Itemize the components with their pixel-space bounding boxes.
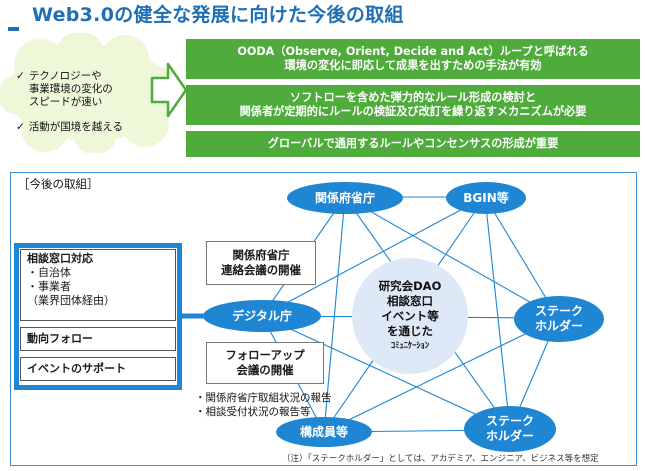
center-line: ｺﾐｭﾆｹｰｼｮﾝ xyxy=(390,340,430,351)
green-bar-global: グローバルで通用するルールやコンセンサスの形成が重要 xyxy=(186,131,640,157)
cloud-item-speed: ✓ テクノロジーや 事業環境の変化の スピードが速い xyxy=(16,70,166,109)
node-members: 構成員等 xyxy=(276,417,372,447)
node-line: ステーク xyxy=(485,414,534,428)
consultation-sub: （業界団体経由） xyxy=(27,294,115,307)
consultation-sub: ・自治体 xyxy=(27,266,71,279)
cloud-line: テクノロジーや xyxy=(28,70,102,82)
report-item: ・関係府省庁取組状況の報告 xyxy=(195,392,332,404)
green-bar-line: 環境の変化に即応して成果を出すための手法が有効 xyxy=(284,59,542,72)
green-bar-softlaw: ソフトローを含めた弾力的なルール形成の検討と 関係者が定期的にルールの検証及び改… xyxy=(186,85,640,125)
footnote: （注）「ステークホルダー」としては、アカデミア、エンジニア、ビジネス等を想定 xyxy=(282,454,599,464)
liaison-line: 連絡会議の開催 xyxy=(221,263,301,277)
cloud-item-border: ✓ 活動が国境を越える xyxy=(16,121,176,134)
future-initiatives-frame xyxy=(10,172,637,466)
node-line: ホルダー xyxy=(534,319,583,333)
trend-follow-item: 動向フォロー xyxy=(20,327,176,351)
cloud-line: 事業環境の変化の xyxy=(28,83,113,95)
right-arrow-icon xyxy=(150,62,188,118)
green-bar-ooda: OODA（Observe, Orient, Decide and Act）ループ… xyxy=(186,39,640,79)
liaison-meeting-box: 関係府省庁 連絡会議の開催 xyxy=(206,241,316,285)
followup-meeting-box: フォローアップ 会議の開催 xyxy=(206,342,324,384)
center-line: 研究会DAO xyxy=(378,278,442,293)
green-bar-line: ソフトローを含めた弾力的なルール形成の検討と xyxy=(289,91,537,104)
consultation-title: 相談窓口対応 xyxy=(27,252,93,265)
page-title: Web3.0の健全な発展に向けた今後の取組 xyxy=(32,4,404,26)
node-bgin: BGIN等 xyxy=(446,182,526,214)
liaison-line: 関係府省庁 xyxy=(232,248,290,262)
node-digital-agency: デジタル庁 xyxy=(203,300,321,332)
green-bar-line: OODA（Observe, Orient, Decide and Act）ループ… xyxy=(237,45,589,58)
section-label: ［今後の取組］ xyxy=(18,177,99,191)
node-ministries: 関係府省庁 xyxy=(287,182,403,214)
report-item: ・相談受付状況の報告等 xyxy=(195,406,311,418)
center-line: 相談窓口 xyxy=(387,293,433,308)
event-support-item: イベントのサポート xyxy=(20,357,176,381)
green-bar-line: グローバルで通用するルールやコンセンサスの形成が重要 xyxy=(267,137,559,150)
center-line: イベント等 xyxy=(381,308,439,323)
node-line: ホルダー xyxy=(485,429,534,443)
check-icon: ✓ xyxy=(16,70,25,82)
node-line: ステーク xyxy=(534,304,583,318)
green-bar-line: 関係者が定期的にルールの検証及び改訂を繰り返すメカニズムが必要 xyxy=(239,105,587,118)
followup-line: 会議の開催 xyxy=(236,363,294,377)
check-icon: ✓ xyxy=(16,121,25,133)
cloud-line: 活動が国境を越える xyxy=(28,121,123,133)
center-communication-circle: 研究会DAO 相談窓口 イベント等 を通じた ｺﾐｭﾆｹｰｼｮﾝ xyxy=(352,258,468,374)
followup-line: フォローアップ xyxy=(225,348,305,362)
consultation-sub: ・事業者 xyxy=(27,280,71,293)
center-line: を通じた xyxy=(387,323,433,338)
node-stakeholder-right: ステーク ホルダー xyxy=(514,296,604,342)
node-stakeholder-bottom: ステーク ホルダー xyxy=(464,406,556,452)
title-accent-bar xyxy=(8,27,19,31)
cloud-line: スピードが速い xyxy=(28,96,103,108)
report-list: ・関係府省庁取組状況の報告 ・相談受付状況の報告等 xyxy=(195,391,332,419)
consultation-item: 相談窓口対応 ・自治体 ・事業者 （業界団体経由） xyxy=(20,249,176,321)
